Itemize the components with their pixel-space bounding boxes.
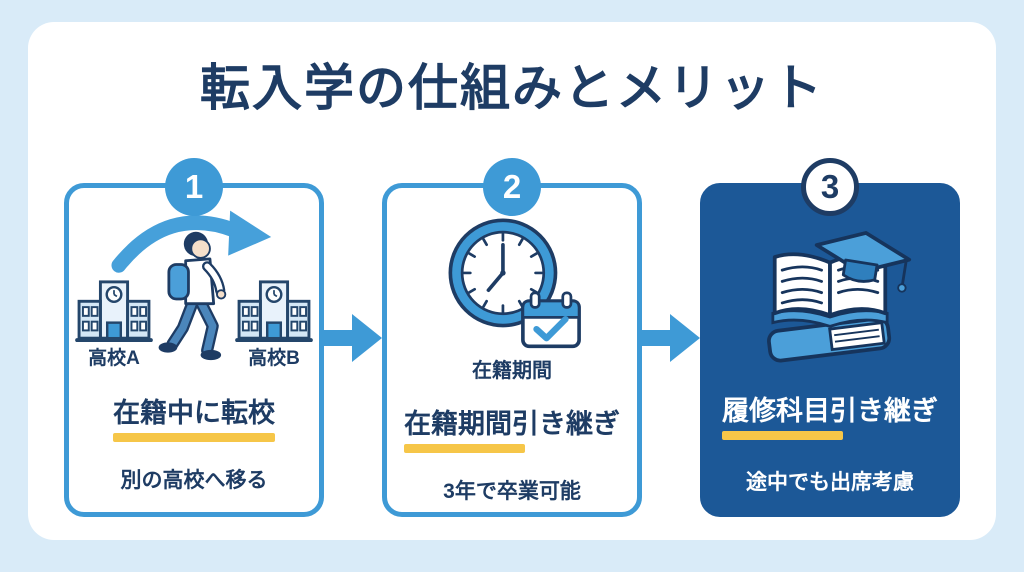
card-subtitle: 別の高校へ移る xyxy=(120,469,268,493)
steps-row: 1 xyxy=(28,158,996,517)
step-card-transfer: 1 xyxy=(64,158,324,517)
book-graduation-cap-icon xyxy=(767,231,912,363)
flow-arrow-2 xyxy=(640,314,700,362)
highlight-underline xyxy=(722,431,843,441)
walking-student-icon xyxy=(158,231,227,361)
transfer-arc-arrow-icon xyxy=(111,210,272,273)
step-card-course-credits: 3 xyxy=(700,158,960,517)
school-b-label: 高校B xyxy=(248,348,300,369)
highlight-underline xyxy=(113,433,275,443)
right-arrow-icon xyxy=(322,314,382,362)
school-a-label: 高校A xyxy=(88,348,140,369)
card-subtitle: 途中でも出席考慮 xyxy=(746,471,914,495)
enrollment-period-label: 在籍期間 xyxy=(472,360,552,382)
school-b-icon xyxy=(235,280,313,343)
transfer-illustration: 高校A 高校B xyxy=(73,210,315,372)
card-subtitle: 3年で卒業可能 xyxy=(443,480,581,504)
infographic-panel: 転入学の仕組みとメリット 1 xyxy=(28,22,996,540)
card-title: 履修科目引き継ぎ xyxy=(722,396,938,426)
page-title: 転入学の仕組みとメリット xyxy=(200,60,824,116)
card-title-block: 在籍中に転校 xyxy=(113,398,275,443)
step-card-enrollment-period: 2 xyxy=(382,158,642,517)
card-title: 在籍期間引き継ぎ xyxy=(404,409,620,439)
card-title-block: 在籍期間引き継ぎ xyxy=(404,409,620,454)
step-number-badge-3: 3 xyxy=(801,158,859,216)
right-arrow-icon xyxy=(640,314,700,362)
clock-calendar-icon xyxy=(448,218,581,349)
highlight-underline xyxy=(404,444,525,454)
step-number-badge-2: 2 xyxy=(483,158,541,216)
flow-arrow-1 xyxy=(322,314,382,362)
school-a-icon xyxy=(75,280,153,343)
card-title: 在籍中に転校 xyxy=(113,398,275,428)
card-title-block: 履修科目引き継ぎ xyxy=(722,396,938,441)
step-number-badge-1: 1 xyxy=(165,158,223,216)
